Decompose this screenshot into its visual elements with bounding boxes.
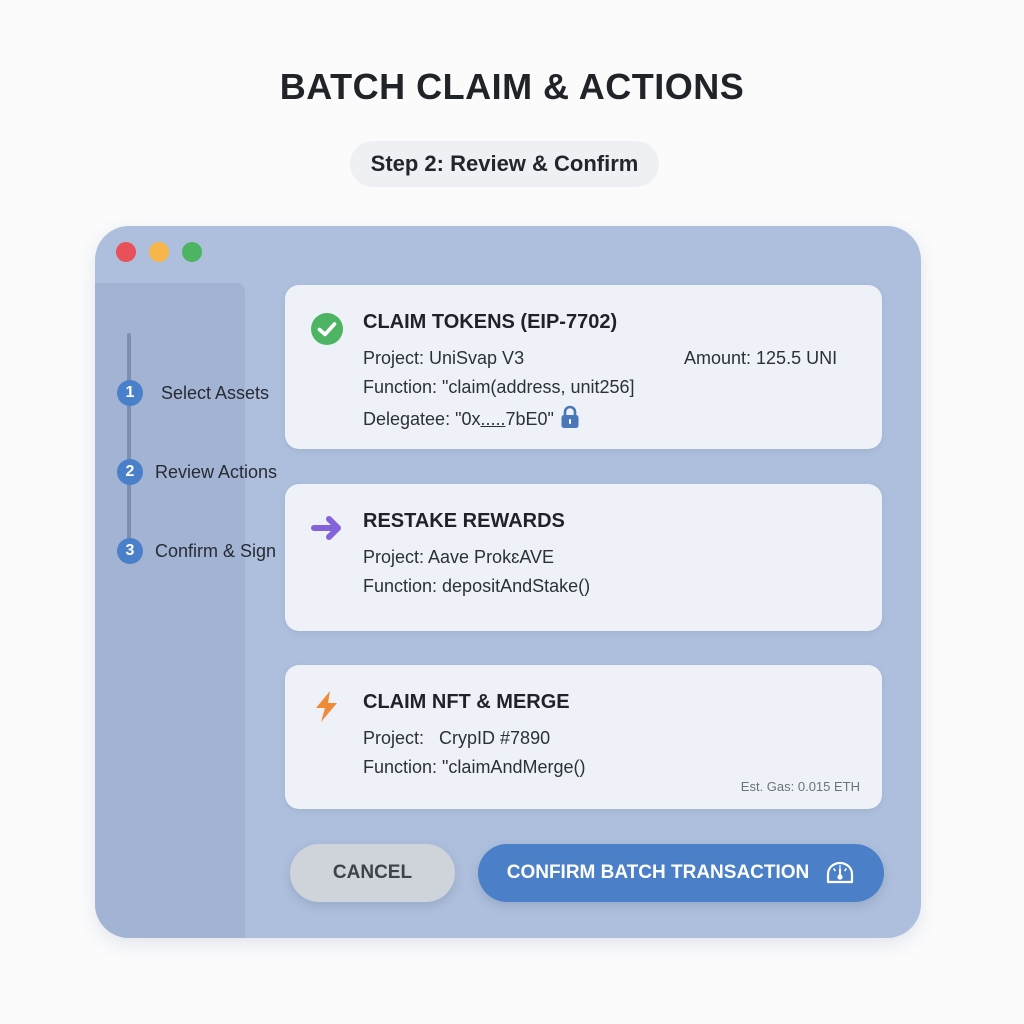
minimize-window-button[interactable] [149,242,169,262]
steps-rail [127,333,131,548]
arrow-right-icon [311,516,341,540]
delegatee-prefix: Delegatee: "0x [363,409,481,429]
estimated-gas: Est. Gas: 0.015 ETH [740,779,860,794]
action-project: Project: Aave ProkɛAVE [363,547,555,567]
window-controls [116,242,202,262]
sidebar-step-review-actions[interactable]: 2 Review Actions [117,459,277,485]
action-delegatee: Delegatee: "0x.....7bE0" [363,405,580,430]
confirm-batch-transaction-button[interactable]: CONFIRM BATCH TRANSACTION [478,844,884,902]
step-number-badge: 2 [117,459,143,485]
action-card-claim-nft-merge: CLAIM NFT & MERGE Project: CrypID #7890 … [285,665,882,809]
step-number-badge: 1 [117,380,143,406]
lightning-icon [316,691,337,722]
action-title: RESTAKE REWARDS [363,510,565,532]
close-window-button[interactable] [116,242,136,262]
lock-icon [561,405,579,428]
cancel-button-label: CANCEL [332,862,413,883]
action-function: Function: depositAndStake() [363,576,591,596]
action-project: Project: CrypID #7890 [363,728,551,748]
page-title: BATCH CLAIM & ACTIONS [279,66,745,107]
action-title: CLAIM NFT & MERGE [363,691,570,713]
action-project: Project: UniSvap V3 [363,348,525,368]
action-function: Function: "claimAndMerge() [363,757,586,777]
check-circle-icon [311,313,343,345]
step-number-badge: 3 [117,538,143,564]
sidebar-step-confirm-sign[interactable]: 3 Confirm & Sign [117,538,276,564]
step-indicator-label: Step 2: Review & Confirm [370,151,639,176]
action-title: CLAIM TOKENS (EIP-7702) [363,311,618,333]
sidebar-step-select-assets[interactable]: 1 Select Assets [117,380,269,406]
step-label: Confirm & Sign [155,540,277,561]
step-indicator: Step 2: Review & Confirm [350,141,659,187]
step-label: Review Actions [155,461,278,482]
confirm-button-label: CONFIRM BATCH TRANSACTION [506,862,810,883]
steps-sidebar: 1 Select Assets 2 Review Actions 3 Confi… [95,283,277,938]
delegatee-truncated: ..... [480,409,506,429]
batch-window: 1 Select Assets 2 Review Actions 3 Confi… [95,226,921,938]
action-function: Function: "claim(address, unit256] [363,377,635,397]
maximize-window-button[interactable] [182,242,202,262]
action-card-restake-rewards: RESTAKE REWARDS Project: Aave ProkɛAVE F… [285,484,882,631]
action-card-claim-tokens: CLAIM TOKENS (EIP-7702) Project: UniSvap… [285,285,882,449]
cancel-button[interactable]: CANCEL [290,844,455,902]
step-label: Select Assets [161,382,270,403]
gauge-icon [827,861,854,884]
action-amount: Amount: 125.5 UNI [684,348,838,368]
delegatee-suffix: 7bE0" [505,409,554,429]
